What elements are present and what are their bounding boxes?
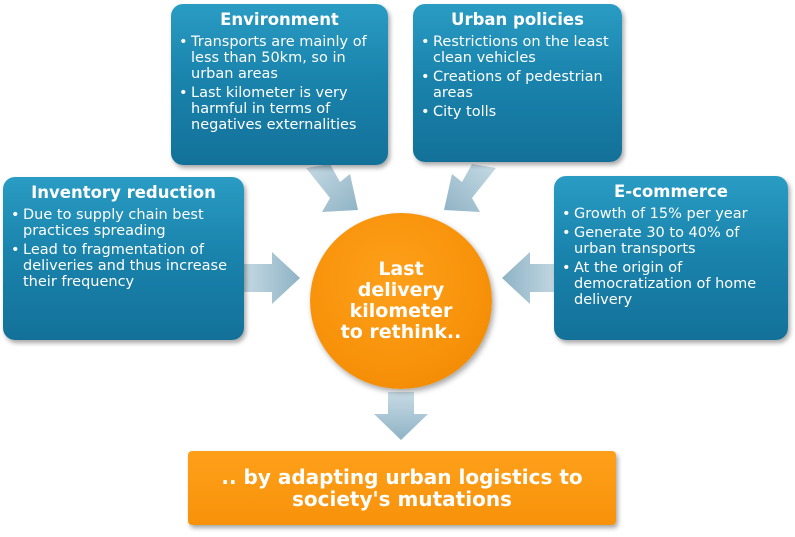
list-item: Generate 30 to 40% of urban transports xyxy=(562,225,780,257)
environment-box: Environment Transports are mainly of les… xyxy=(171,4,388,165)
urban-policies-box: Urban policies Restrictions on the least… xyxy=(413,4,622,162)
conclusion-box: .. by adapting urban logistics to societ… xyxy=(188,451,616,525)
center-text: Last delivery kilometer to rethink.. xyxy=(340,258,462,343)
ecommerce-box: E-commerce Growth of 15% per year Genera… xyxy=(554,176,788,340)
ecommerce-list: Growth of 15% per year Generate 30 to 40… xyxy=(562,206,780,308)
environment-list: Transports are mainly of less than 50km,… xyxy=(179,34,380,133)
list-item: Lead to fragmentation of deliveries and … xyxy=(11,242,236,290)
urban-policies-list: Restrictions on the least clean vehicles… xyxy=(421,34,614,120)
ecommerce-title: E-commerce xyxy=(614,182,728,201)
list-item: Last kilometer is very harmful in terms … xyxy=(179,85,380,133)
list-item: Due to supply chain best practices sprea… xyxy=(11,207,236,239)
inventory-reduction-box: Inventory reduction Due to supply chain … xyxy=(3,177,244,340)
list-item: Growth of 15% per year xyxy=(562,206,780,222)
list-item: At the origin of democratization of home… xyxy=(562,260,780,308)
arrow-inventory-to-center xyxy=(240,252,300,304)
list-item: Transports are mainly of less than 50km,… xyxy=(179,34,380,82)
arrow-environment-to-center xyxy=(306,164,358,212)
list-item: City tolls xyxy=(421,104,614,120)
urban-policies-title: Urban policies xyxy=(451,10,584,29)
environment-title: Environment xyxy=(220,10,339,29)
inventory-reduction-title: Inventory reduction xyxy=(31,183,216,202)
list-item: Creations of pedestrian areas xyxy=(421,69,614,101)
inventory-reduction-list: Due to supply chain best practices sprea… xyxy=(11,207,236,290)
list-item: Restrictions on the least clean vehicles xyxy=(421,34,614,66)
arrow-urban-policies-to-center xyxy=(444,164,496,212)
arrow-ecommerce-to-center xyxy=(502,252,562,304)
arrow-center-to-conclusion xyxy=(374,392,428,440)
center-circle: Last delivery kilometer to rethink.. xyxy=(310,213,492,389)
